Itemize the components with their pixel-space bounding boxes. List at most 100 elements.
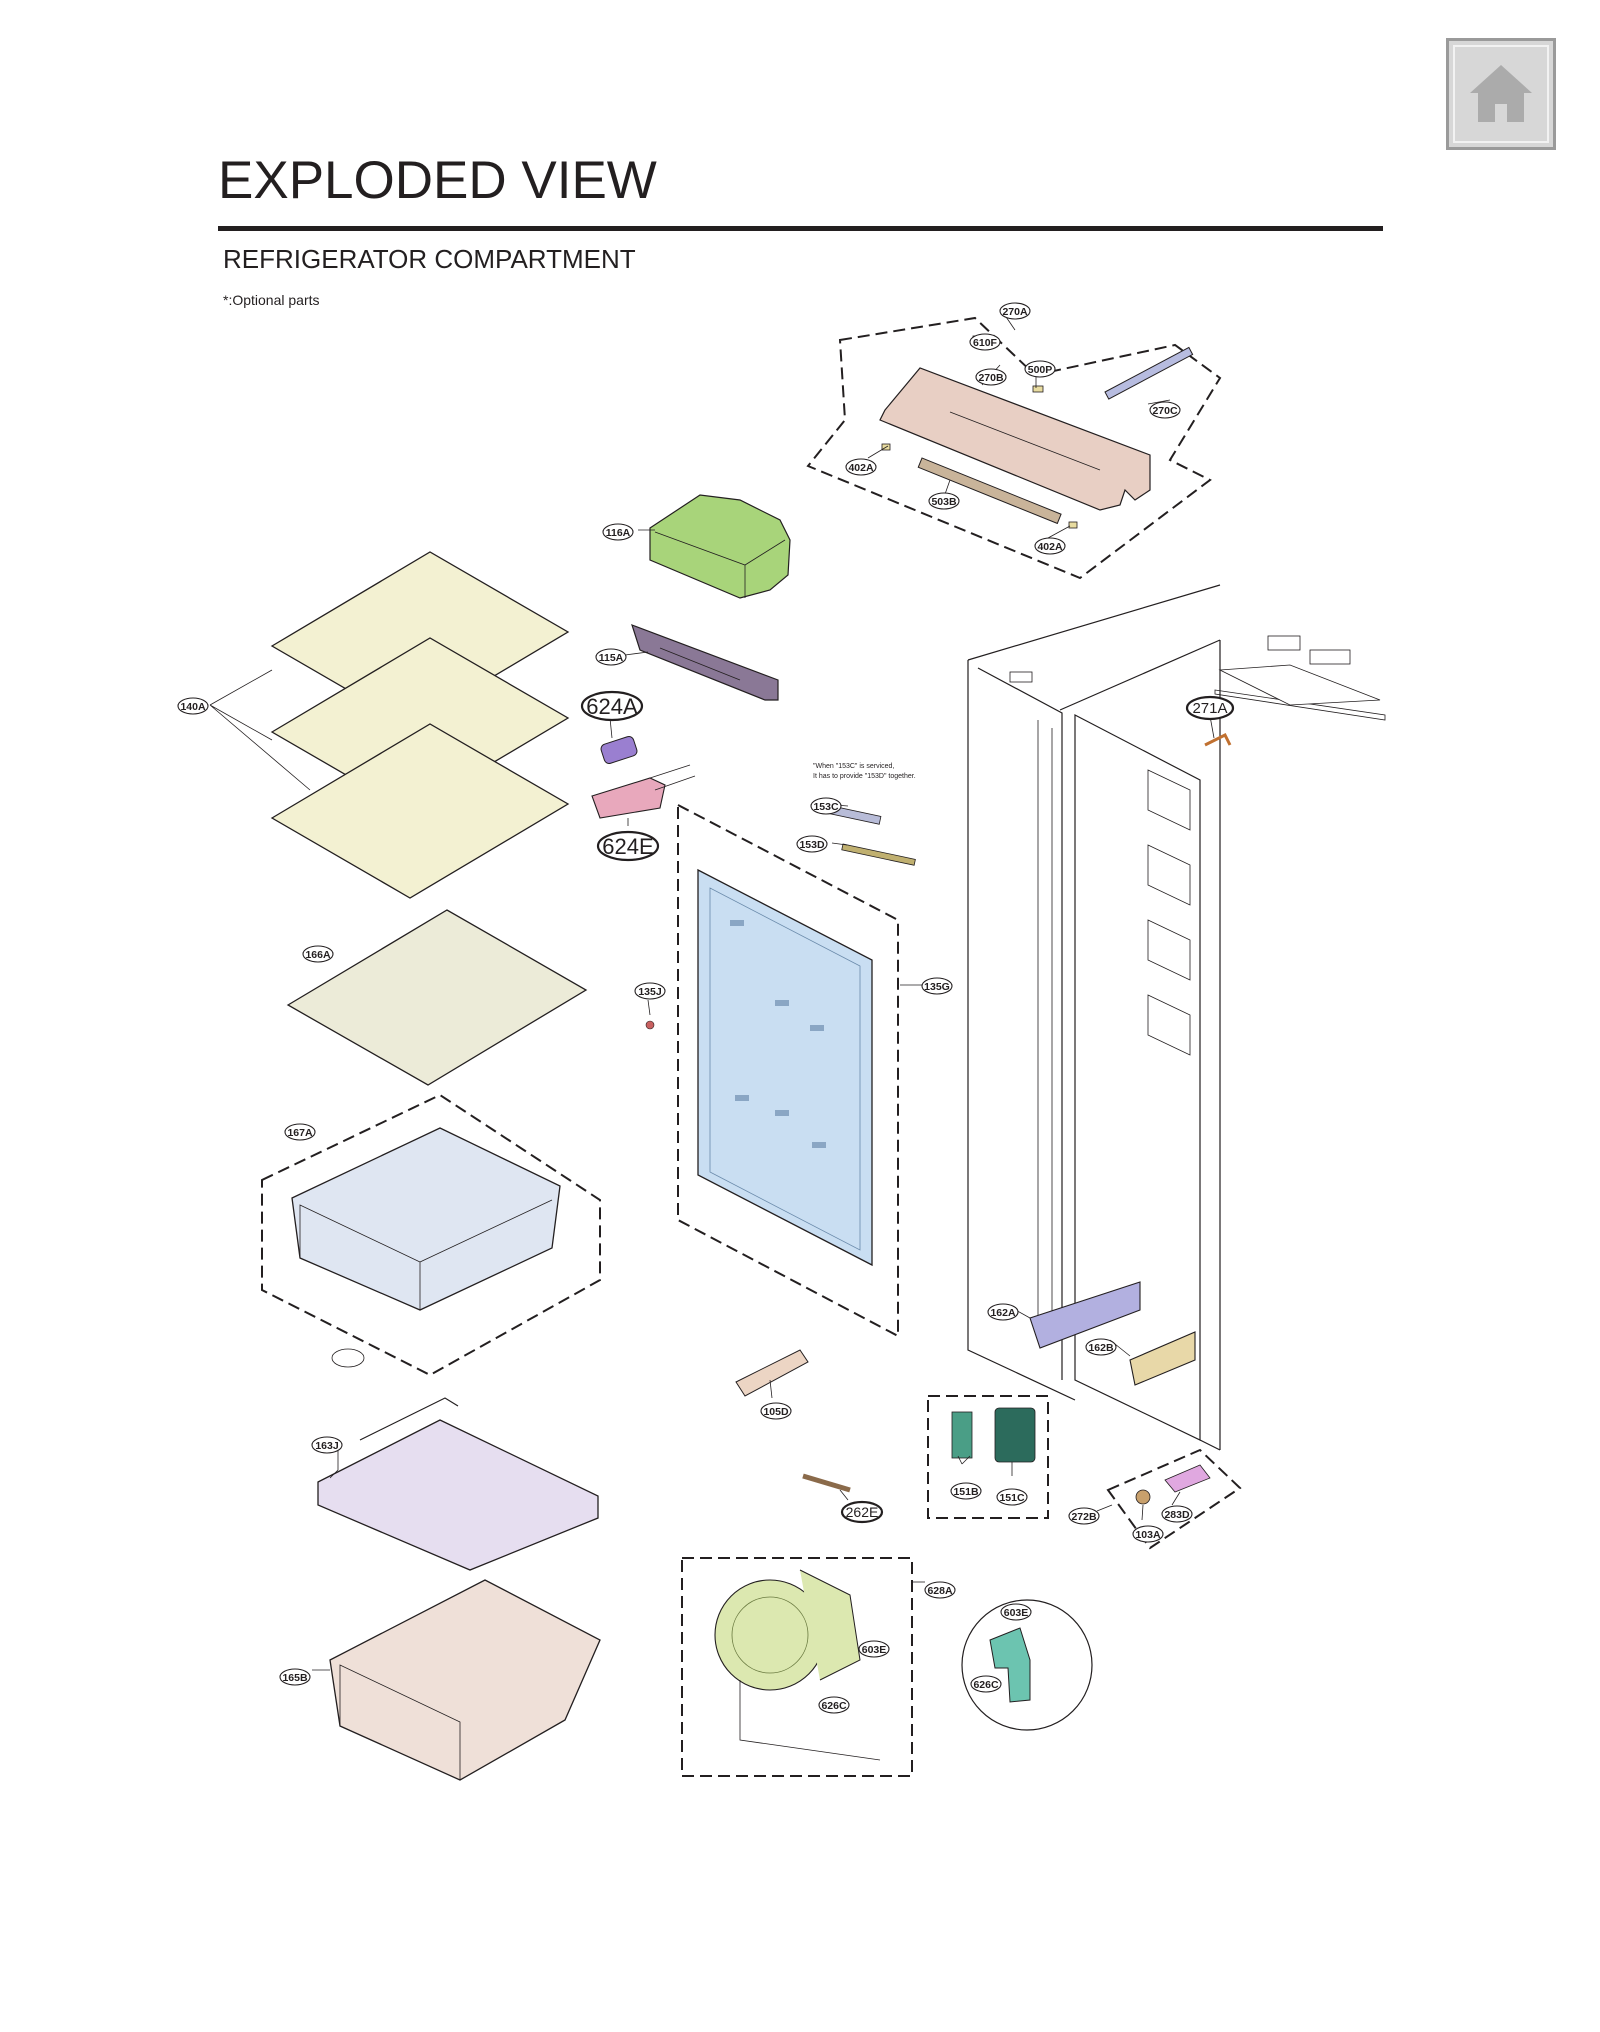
- part-153D: [841, 843, 916, 866]
- part-283D: [1164, 1464, 1211, 1493]
- part-103A: [1135, 1489, 1151, 1505]
- svg-text:626C: 626C: [973, 1679, 999, 1691]
- optional-parts-note: *:Optional parts: [223, 292, 320, 308]
- svg-text:135G: 135G: [924, 981, 950, 993]
- callout-271A: 271A: [1185, 695, 1235, 721]
- cover-116A: [649, 494, 791, 599]
- tray-163J: [317, 1397, 599, 1571]
- elbow-603E: [989, 1627, 1031, 1703]
- svg-text:271A: 271A: [1192, 700, 1227, 717]
- title-divider: [218, 226, 1383, 231]
- callout-151C: 151C: [996, 1488, 1028, 1506]
- svg-text:603E: 603E: [1004, 1607, 1029, 1619]
- callout-162A: 162A: [987, 1303, 1019, 1321]
- svg-text:603E: 603E: [862, 1644, 887, 1656]
- svg-text:103A: 103A: [1135, 1529, 1161, 1541]
- filter-151B: [951, 1411, 973, 1459]
- part-272B-group: [1106, 1448, 1242, 1550]
- callout-135G: 135G: [921, 977, 953, 995]
- callout-628A: 628A: [924, 1581, 956, 1599]
- wrench-262E: [802, 1473, 851, 1493]
- svg-text:151B: 151B: [953, 1486, 979, 1498]
- callout-626C-valve: 626C: [818, 1696, 850, 1714]
- shelf-166A: [286, 909, 588, 1086]
- callout-610F: 610F: [969, 333, 1001, 351]
- svg-text:272B: 272B: [1071, 1511, 1097, 1523]
- top-cover-assembly: [806, 316, 1222, 580]
- callout-402A-right: 402A: [1034, 537, 1066, 555]
- callout-115A: 115A: [595, 648, 627, 666]
- callout-162B: 162B: [1085, 1338, 1117, 1356]
- svg-text:162A: 162A: [990, 1307, 1016, 1319]
- rail-162B: [1129, 1331, 1196, 1386]
- svg-text:270C: 270C: [1152, 405, 1178, 417]
- callout-151B: 151B: [950, 1482, 982, 1500]
- callout-270B: 270B: [975, 368, 1007, 386]
- bracket-503B: [917, 457, 1062, 525]
- panel-135G: [697, 868, 873, 1267]
- svg-text:402A: 402A: [1037, 541, 1063, 553]
- cabinet-liner-left-slots: [1037, 720, 1053, 1335]
- valve-628A-group: [681, 1557, 1093, 1777]
- callout-270A: 270A: [999, 302, 1031, 320]
- callout-163J: 163J: [311, 1436, 343, 1454]
- svg-text:140A: 140A: [180, 701, 206, 713]
- callout-500P: 500P: [1024, 360, 1056, 378]
- callout-283D: 283D: [1161, 1505, 1193, 1523]
- callout-626C-detail: 626C: [970, 1675, 1002, 1693]
- section-subtitle: REFRIGERATOR COMPARTMENT: [223, 244, 636, 274]
- svg-text:270B: 270B: [978, 372, 1004, 384]
- spacer-105D: [735, 1349, 809, 1397]
- home-button[interactable]: [1446, 38, 1556, 150]
- svg-text:283D: 283D: [1164, 1509, 1190, 1521]
- callout-166A: 166A: [302, 945, 334, 963]
- rail-270C: [1104, 346, 1194, 400]
- svg-text:166A: 166A: [305, 949, 331, 961]
- crisper-167A: [291, 1127, 561, 1311]
- drawer-165B: [329, 1579, 601, 1781]
- cover-270B: [879, 367, 1151, 511]
- svg-text:151C: 151C: [999, 1492, 1025, 1504]
- callout-135J: 135J: [634, 982, 666, 1000]
- callout-603E-valve: 603E: [858, 1640, 890, 1658]
- callout-603E-detail: 603E: [1000, 1603, 1032, 1621]
- home-icon: [1453, 45, 1549, 143]
- callout-103A: 103A: [1132, 1525, 1164, 1543]
- svg-text:402A: 402A: [848, 462, 874, 474]
- svg-text:626C: 626C: [821, 1700, 847, 1712]
- filter-151-group: [927, 1395, 1049, 1519]
- svg-text:624A: 624A: [586, 694, 638, 719]
- callout-105D: 105D: [760, 1402, 792, 1420]
- callout-624A: 624A: [580, 690, 644, 722]
- callout-140A: 140A: [177, 697, 209, 715]
- service-note-line1: "When "153C" is serviced,: [813, 763, 894, 770]
- svg-text:163J: 163J: [315, 1440, 339, 1452]
- callout-503B: 503B: [928, 492, 960, 510]
- cover-115A: [631, 624, 779, 701]
- svg-text:270A: 270A: [1002, 306, 1028, 318]
- rail-162A: [1029, 1281, 1141, 1349]
- svg-text:135J: 135J: [638, 986, 662, 998]
- callout-153D: 153D: [796, 835, 828, 853]
- part-271A: [1204, 732, 1232, 747]
- callout-165B: 165B: [279, 1668, 311, 1686]
- callout-labels: 270A 610F 500P 270B 270C 402A 503B 402A …: [177, 302, 1235, 1714]
- svg-text:628A: 628A: [927, 1585, 953, 1597]
- crisper-167A-group: [261, 1093, 601, 1377]
- cabinet-liner-right-shelves: [1147, 769, 1191, 1056]
- service-note-line2: It has to provide "153D" together.: [813, 773, 916, 780]
- svg-text:115A: 115A: [599, 652, 624, 664]
- svg-text:610F: 610F: [973, 337, 998, 349]
- housing-624E: [591, 764, 696, 819]
- shelf-140A-stack: [270, 551, 570, 899]
- svg-text:153C: 153C: [813, 801, 839, 813]
- callout-167A: 167A: [284, 1123, 316, 1141]
- callout-272B: 272B: [1068, 1507, 1100, 1525]
- svg-text:167A: 167A: [287, 1127, 313, 1139]
- filter-151C: [994, 1407, 1036, 1463]
- svg-text:262E: 262E: [846, 1504, 879, 1520]
- callout-624E: 624E: [596, 830, 660, 862]
- panel-135G-group: [645, 803, 899, 1338]
- callout-116A: 116A: [602, 523, 634, 541]
